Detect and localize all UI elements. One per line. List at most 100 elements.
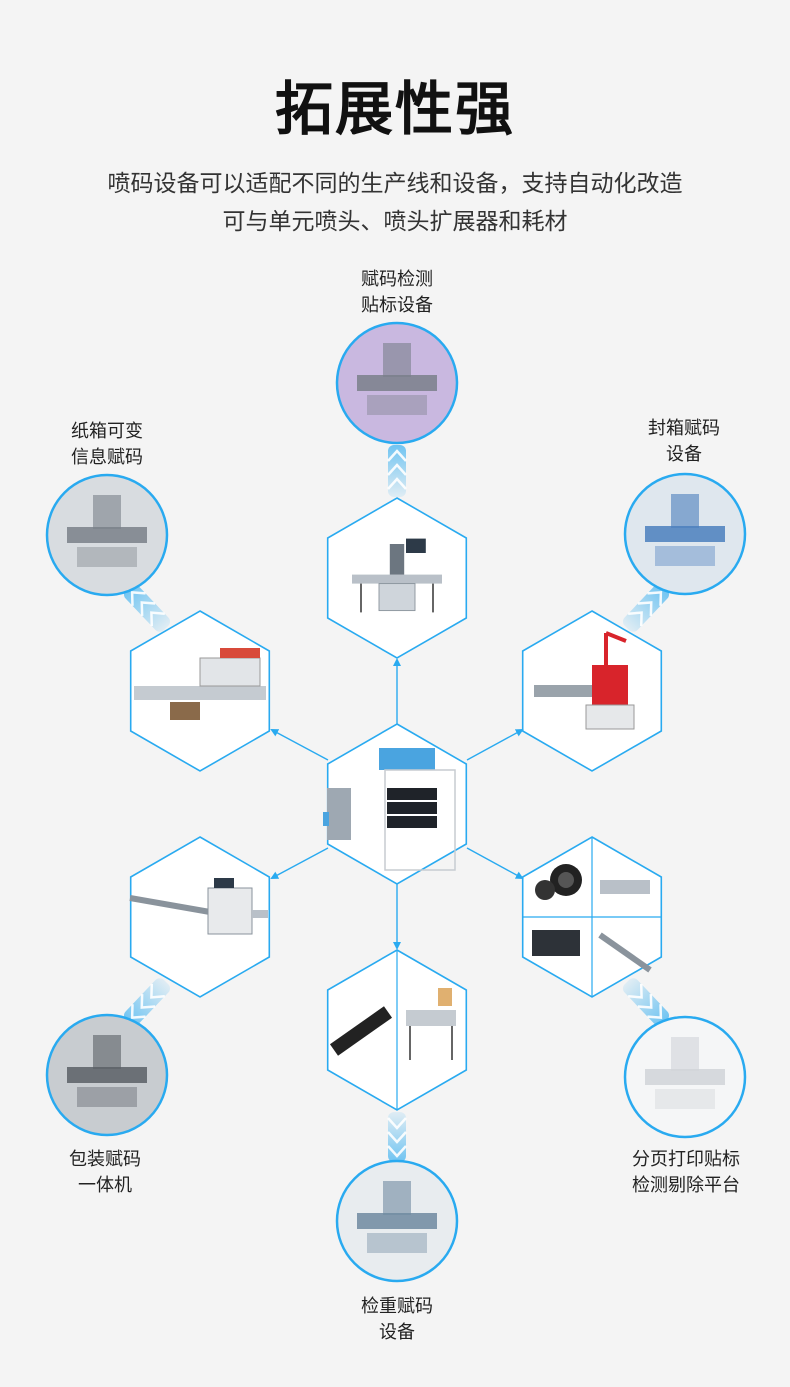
glow-chevron <box>628 611 643 627</box>
photo-machine <box>671 494 699 528</box>
photo-machine <box>357 1213 437 1229</box>
connector-arrow <box>270 847 329 879</box>
glow-chevron <box>150 611 165 627</box>
photo-machine <box>655 1089 715 1109</box>
glow-beam-up <box>387 445 407 497</box>
photo-machine <box>77 547 137 567</box>
column <box>389 544 405 575</box>
glow-chevron <box>387 1117 407 1130</box>
glow-chevron <box>140 601 156 616</box>
device-label-checkweigher: 检重赋码 设备 <box>297 1294 497 1346</box>
photo-machine <box>671 1037 699 1071</box>
device-label-line: 检重赋码 <box>361 1296 433 1317</box>
screen <box>406 538 426 553</box>
flow-wrapper-illustration <box>129 878 268 935</box>
conveyor <box>352 574 442 584</box>
photo-circle-coding-inspection <box>335 321 459 445</box>
carton <box>170 702 200 720</box>
photo-machine <box>77 1087 137 1107</box>
device-label-line: 赋码检测 <box>361 269 433 290</box>
glow-chevron <box>150 983 165 999</box>
photo-machine <box>383 343 411 377</box>
device-label-coding-inspection: 赋码检测 贴标设备 <box>297 267 497 319</box>
sealer-base <box>585 704 635 730</box>
connector-arrow <box>466 729 524 761</box>
device-label-carton-variable: 纸箱可变 信息赋码 <box>7 419 207 471</box>
device-label-paging-platform: 分页打印贴标 检测剔除平台 <box>586 1147 786 1199</box>
photo-machine <box>383 1181 411 1215</box>
device-label-line: 分页打印贴标 <box>632 1149 740 1170</box>
photo-machine <box>357 375 437 391</box>
glow-chevron <box>130 590 146 606</box>
photo-circle-carton-variable <box>45 473 169 597</box>
device-label-line: 一体机 <box>78 1175 132 1196</box>
glow-chevron <box>387 1145 407 1158</box>
photo-machine <box>93 1035 121 1069</box>
device-label-carton-sealing: 封箱赋码 设备 <box>584 416 784 468</box>
scale-bed <box>406 1010 456 1026</box>
controller-unit <box>387 816 437 828</box>
outfeed <box>252 910 268 918</box>
multi-panel-illustration <box>532 864 652 973</box>
glow-bar <box>123 978 171 1026</box>
device-label-line: 纸箱可变 <box>71 421 143 442</box>
glow-chevron <box>387 1131 407 1144</box>
controller-unit <box>387 802 437 814</box>
glow-beam-downleft <box>123 978 171 1026</box>
hex-flow-wrapper <box>129 836 271 998</box>
glow-bar <box>622 978 670 1026</box>
display-screen <box>379 748 435 770</box>
glow-bar <box>123 584 171 632</box>
photo-machine <box>645 526 725 542</box>
control-panel <box>214 878 234 888</box>
photo-circle-packaging <box>45 1013 169 1137</box>
glow-chevron <box>637 601 653 616</box>
photo-machine <box>367 1233 427 1253</box>
device-label-line: 贴标设备 <box>361 295 433 316</box>
controller-unit <box>387 788 437 800</box>
glow-chevron <box>387 463 407 476</box>
device-label-line: 设备 <box>379 1322 415 1343</box>
rack-frame <box>384 769 456 871</box>
connector-arrow <box>270 729 329 761</box>
lens <box>535 880 555 900</box>
glow-chevron <box>628 983 643 999</box>
device-label-line: 信息赋码 <box>71 447 143 468</box>
photo-circle-paging-platform <box>623 1015 747 1139</box>
photo-machine <box>655 546 715 566</box>
device-label-line: 包装赋码 <box>69 1149 141 1170</box>
photo-machine <box>645 1069 725 1085</box>
glow-chevron <box>647 1004 663 1020</box>
subtitle-line-2: 可与单元喷头、喷头扩展器和耗材 <box>222 209 568 235</box>
photo-machine <box>67 527 147 543</box>
connector-arrow <box>466 847 524 879</box>
glow-beam-downright <box>622 978 670 1026</box>
weigh-head <box>438 988 452 1006</box>
checkweigher-illustration <box>329 988 456 1060</box>
glow-beam-upleft <box>123 584 171 632</box>
production-line-illustration <box>134 648 266 720</box>
sealer-arm <box>605 631 627 643</box>
glow-chevron <box>647 590 663 606</box>
glow-chevron <box>130 1004 146 1020</box>
wrapper-body <box>207 887 253 935</box>
belt <box>329 1006 393 1056</box>
device-label-line: 封箱赋码 <box>648 418 720 439</box>
glow-bar <box>622 584 670 632</box>
platform <box>598 932 652 973</box>
subtitle-line-1: 喷码设备可以适配不同的生产线和设备，支持自动化改造 <box>107 171 683 197</box>
rail <box>220 648 260 658</box>
stacker <box>199 657 261 687</box>
glow-chevron <box>637 994 653 1009</box>
photo-circle-carton-sealing <box>623 472 747 596</box>
line-bed <box>134 686 266 700</box>
roller-conveyor <box>534 685 594 697</box>
glow-beam-upright <box>622 584 670 632</box>
lens <box>558 872 574 888</box>
case-sealer-illustration <box>534 631 635 730</box>
photo-machine <box>93 495 121 529</box>
photo-circle-checkweigher <box>335 1159 459 1283</box>
camera-box <box>532 930 580 956</box>
glow-chevron <box>387 449 407 462</box>
